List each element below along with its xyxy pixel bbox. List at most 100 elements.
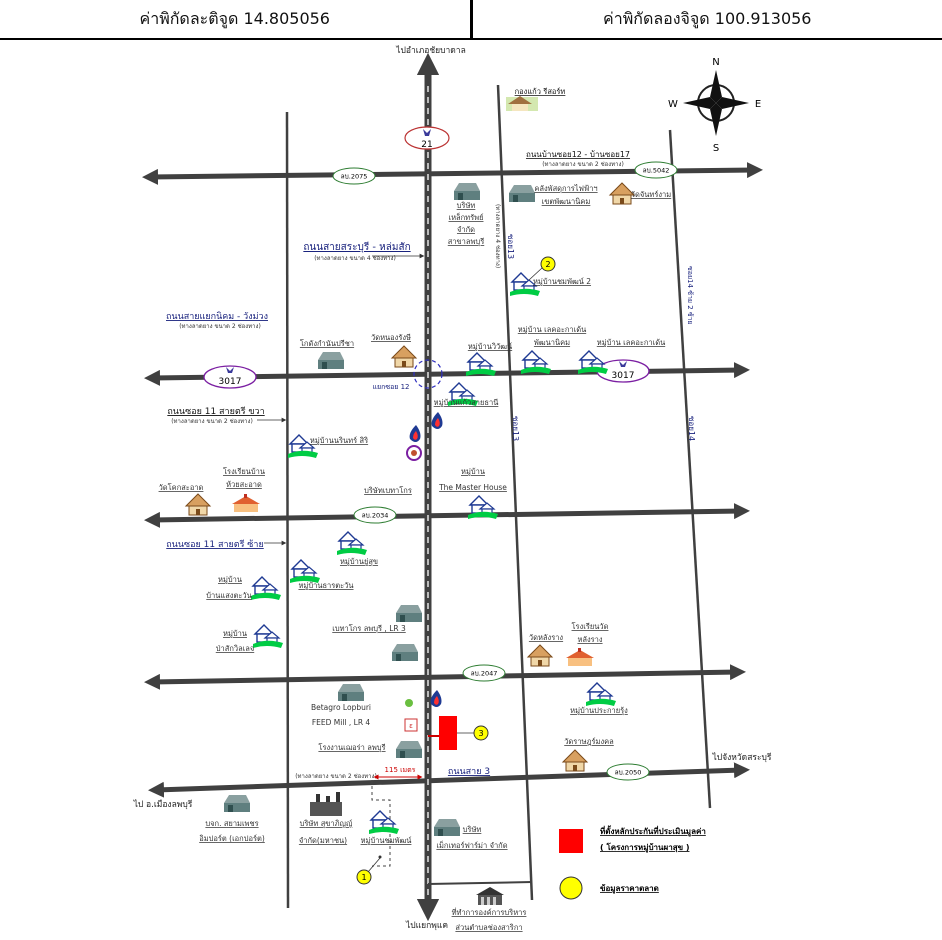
compass-n: N — [712, 57, 719, 68]
svg-text:(ทางลาดยาง ขนาด 2 ช่องทาง): (ทางลาดยาง ขนาด 2 ช่องทาง) — [295, 773, 377, 780]
market-marker-1: 1 — [356, 855, 382, 885]
village-icon — [577, 350, 609, 375]
place-labels: กองแก้ว รีสอร์ท บริษัท เหล็กทรัพย์ จำกัด… — [159, 87, 672, 932]
temple-icon — [562, 749, 588, 772]
svg-text:(ทางลาดยาง ขนาด 4 ช่องทาง): (ทางลาดยาง ขนาด 4 ช่องทาง) — [314, 255, 396, 262]
government-office-icon — [476, 887, 504, 905]
svg-text:หมู่บ้านแก้วสายธานี: หมู่บ้านแก้วสายธานี — [434, 398, 499, 407]
legend-subject-sublabel: ( โครงการหมู่บ้านผาสุข ) — [600, 842, 689, 853]
svg-text:บจก. สยามเพชร: บจก. สยามเพชร — [205, 819, 258, 828]
svg-text:วัดหลังราง: วัดหลังราง — [529, 633, 564, 642]
svg-text:หมู่บ้านยู่สุข: หมู่บ้านยู่สุข — [340, 557, 378, 566]
svg-text:หมู่บ้าน: หมู่บ้าน — [223, 629, 247, 638]
gas-station-icon — [431, 412, 443, 429]
road-local-bottom — [427, 881, 533, 885]
distance-marker: 115 เมตร — [373, 766, 423, 780]
warehouse-icon — [396, 605, 422, 622]
svg-text:หมู่บ้าน: หมู่บ้าน — [218, 575, 242, 584]
svg-text:ห้วยสะอาด: ห้วยสะอาด — [226, 480, 262, 489]
warehouse-icon — [396, 741, 422, 758]
svg-text:ถนนบ้านซอย12 - บ้านซอย17: ถนนบ้านซอย12 - บ้านซอย17 — [526, 150, 630, 159]
badge-5042: ลบ.5042 — [634, 161, 678, 179]
svg-text:วัดหนองรังษี: วัดหนองรังษี — [371, 333, 411, 342]
direction-left: ไป อ.เมืองลพบุรี — [133, 799, 193, 810]
svg-text:ถนนซอย 11 สายตรี ซ้าย: ถนนซอย 11 สายตรี ซ้าย — [166, 539, 264, 550]
factory-icon — [310, 792, 342, 816]
temple-icon — [391, 345, 417, 368]
svg-text:3017: 3017 — [612, 371, 635, 381]
svg-text:กองแก้ว รีสอร์ท: กองแก้ว รีสอร์ท — [515, 87, 566, 96]
svg-text:เบทาโกร ลพบุรี , LR 3: เบทาโกร ลพบุรี , LR 3 — [332, 624, 406, 633]
svg-text:ซอย14 ซ้าย 2 ซ้าย: ซอย14 ซ้าย 2 ซ้าย — [686, 266, 694, 325]
svg-text:ε: ε — [409, 722, 413, 730]
svg-text:บริษัท: บริษัท — [463, 825, 482, 834]
svg-text:ถนนซอย 11 สายตรี ขวา: ถนนซอย 11 สายตรี ขวา — [167, 406, 264, 417]
svg-text:หมู่บ้าน: หมู่บ้าน — [461, 467, 485, 476]
latitude-label: ค่าพิกัดละติจูด 14.805056 — [139, 8, 330, 28]
svg-text:จำกัด: จำกัด — [457, 225, 475, 234]
svg-text:วัดจันทร์งาม: วัดจันทร์งาม — [631, 190, 671, 199]
gas-station-icon — [430, 690, 442, 707]
badge-2075: ลบ.2075 — [332, 167, 376, 185]
svg-text:อิมปอร์ต (เอกปอร์ต): อิมปอร์ต (เอกปอร์ต) — [199, 834, 265, 843]
svg-text:ลบ.2050: ลบ.2050 — [615, 769, 642, 777]
direction-labels: ไปอำเภอชัยบาดาล ไปแยกพุแค ไป อ.เมืองลพบุ… — [133, 45, 772, 931]
svg-text:21: 21 — [421, 140, 432, 150]
village-icon — [465, 352, 497, 377]
legend-subject-swatch — [559, 829, 583, 853]
svg-text:บริษัทเบทาโกร: บริษัทเบทาโกร — [364, 486, 412, 495]
svg-text:ลบ.5042: ลบ.5042 — [643, 167, 670, 175]
svg-text:เขตพัฒนานิคม: เขตพัฒนานิคม — [542, 197, 591, 206]
svg-text:หมู่บ้านธารตะวัน: หมู่บ้านธารตะวัน — [298, 581, 353, 590]
svg-text:สาขาลพบุรี: สาขาลพบุรี — [448, 237, 484, 246]
compass-w: W — [668, 99, 678, 110]
police-icon — [406, 445, 422, 461]
village-icon — [368, 810, 400, 835]
svg-text:ที่ทำการองค์การบริหาร: ที่ทำการองค์การบริหาร — [452, 907, 527, 917]
svg-text:1: 1 — [361, 873, 366, 882]
warehouse-icon — [434, 819, 460, 836]
market-marker-3: 3 — [473, 725, 489, 741]
road-soi14 — [668, 129, 712, 809]
svg-text:ซอย13: ซอย13 — [506, 234, 515, 259]
village-icon — [520, 350, 552, 375]
svg-text:Betagro Lopburi: Betagro Lopburi — [311, 703, 371, 712]
resort-icon — [506, 96, 538, 111]
legend-subject-label: ที่ตั้งหลักประกันที่ประเมินมูลค่า — [600, 825, 706, 837]
svg-text:คลังพัสดุการไฟฟ้าฯ: คลังพัสดุการไฟฟ้าฯ — [534, 184, 597, 193]
longitude-label: ค่าพิกัดลองจิจูด 100.913056 — [603, 8, 812, 28]
svg-text:(ทางลาดยาง ขนาด 2 ช่องทาง): (ทางลาดยาง ขนาด 2 ช่องทาง) — [179, 323, 261, 330]
subject-property-marker — [428, 716, 474, 750]
svg-text:ลบ.2047: ลบ.2047 — [471, 670, 498, 678]
direction-bottom: ไปแยกพุแค — [405, 920, 448, 931]
svg-text:3017: 3017 — [219, 377, 242, 387]
school-icon — [232, 494, 260, 512]
svg-text:หมู่บ้านนรินทร์ สิริ: หมู่บ้านนรินทร์ สิริ — [310, 436, 368, 445]
route-badge-3017-left: 3017 — [203, 365, 257, 389]
svg-text:ลบ.2034: ลบ.2034 — [362, 512, 389, 520]
map-icons: ε — [185, 96, 635, 905]
temple-icon — [185, 493, 211, 516]
svg-text:3: 3 — [478, 729, 483, 738]
road-labels: ถนนสายสระบุรี - หล่มสัก (ทางลาดยาง ขนาด … — [166, 150, 696, 780]
svg-text:ส่วนตำบลช่องสาริกา: ส่วนตำบลช่องสาริกา — [455, 923, 522, 932]
warehouse-icon — [509, 185, 535, 202]
svg-text:ถนนสายแยกนิคม - วังม่วง: ถนนสายแยกนิคม - วังม่วง — [166, 311, 268, 322]
svg-text:FEED Mill , LR 4: FEED Mill , LR 4 — [312, 718, 371, 727]
svg-text:โกดังกำนันปรีชา: โกดังกำนันปรีชา — [300, 339, 354, 348]
map-legend: ที่ตั้งหลักประกันที่ประเมินมูลค่า ( โครง… — [559, 825, 706, 900]
direction-right: ไปจังหวัดสระบุรี — [712, 752, 772, 763]
header-divider — [469, 0, 473, 38]
svg-text:(ทางลาดยาง ขนาด 2 ช่องทาง): (ทางลาดยาง ขนาด 2 ช่องทาง) — [171, 418, 253, 425]
village-icon — [467, 495, 499, 520]
legend-market-label: ข้อมูลราคาตลาด — [600, 883, 659, 894]
svg-text:ถนนสาย 3: ถนนสาย 3 — [448, 767, 490, 777]
svg-text:เม็กเทอร์ฟาร์ม่า จำกัด: เม็กเทอร์ฟาร์ม่า จำกัด — [436, 840, 507, 850]
svg-text:ถนนสายสระบุรี - หล่มสัก: ถนนสายสระบุรี - หล่มสัก — [303, 241, 410, 253]
svg-text:โรงเรียนวัด: โรงเรียนวัด — [572, 622, 609, 631]
road-soi13 — [496, 84, 534, 901]
svg-text:บริษัท: บริษัท — [457, 201, 476, 210]
svg-text:2: 2 — [545, 260, 550, 269]
road-badges: ลบ.2075 ลบ.5042 ลบ.2034 ลบ.2047 ลบ.2050 — [332, 161, 678, 781]
village-lane — [371, 780, 391, 867]
